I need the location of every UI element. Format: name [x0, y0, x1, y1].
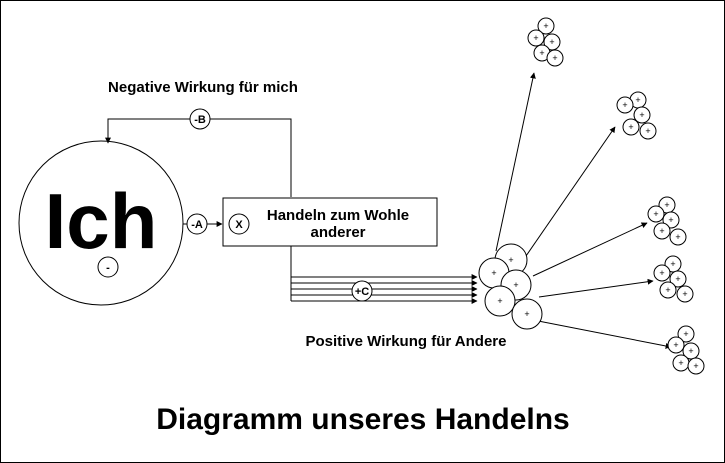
recipient-plus: + — [645, 126, 650, 136]
recipient-circle — [669, 270, 687, 288]
recipient-plus: + — [533, 33, 538, 43]
self-label: Ich — [45, 177, 158, 265]
negative-effect-label: Negative Wirkung für mich — [108, 79, 298, 96]
self-sign-node — [97, 256, 119, 278]
recipient-cluster-5: + + + + + — [667, 325, 705, 375]
ray-2 — [525, 126, 616, 257]
cluster-plus: + — [513, 280, 518, 290]
recipient-cluster-3: + + + + + — [647, 196, 687, 246]
central-cluster: + + + + + — [478, 243, 543, 330]
action-box — [222, 197, 438, 247]
recipient-circle — [639, 122, 657, 140]
recipient-circle — [543, 33, 561, 51]
recipient-cluster-2: + + + + + — [616, 91, 657, 140]
self-circle — [18, 140, 184, 306]
recipient-circle — [527, 29, 545, 47]
action-line-2: anderer — [310, 224, 365, 241]
positive-effect-label: Positive Wirkung für Andere — [305, 333, 506, 350]
recipient-plus: + — [664, 200, 669, 210]
cluster-circle — [511, 298, 543, 330]
node-b — [189, 108, 211, 130]
ray-1 — [495, 72, 536, 252]
ray-5 — [527, 318, 672, 349]
node-b-label: -B — [194, 114, 206, 126]
recipient-plus: + — [622, 100, 627, 110]
recipient-plus: + — [659, 226, 664, 236]
node-a — [186, 213, 208, 235]
recipient-circle — [676, 285, 694, 303]
recipient-plus: + — [549, 37, 554, 47]
recipient-circle — [633, 106, 651, 124]
recipient-plus: + — [688, 346, 693, 356]
recipient-plus: + — [659, 268, 664, 278]
recipient-plus: + — [539, 48, 544, 58]
node-c — [351, 280, 373, 302]
action-marker-node — [228, 213, 250, 235]
recipient-circle — [669, 228, 687, 246]
recipient-plus: + — [678, 358, 683, 368]
recipient-cluster-1: + + + + + — [527, 17, 564, 67]
ray-4 — [538, 278, 654, 298]
recipient-circle — [647, 205, 665, 223]
self-sign: - — [106, 262, 110, 274]
recipient-circle — [677, 325, 695, 343]
recipient-circle — [667, 336, 685, 354]
recipient-circle — [662, 211, 680, 229]
recipient-plus: + — [628, 122, 633, 132]
node-a-label: -A — [191, 219, 203, 231]
cluster-plus: + — [491, 268, 496, 278]
recipient-plus: + — [543, 21, 548, 31]
recipient-plus: + — [670, 259, 675, 269]
recipient-plus: + — [673, 340, 678, 350]
action-line-1: Handeln zum Wohle — [267, 207, 409, 224]
cluster-plus: + — [524, 309, 529, 319]
recipient-plus: + — [635, 95, 640, 105]
cluster-plus: + — [497, 296, 502, 306]
recipient-plus: + — [675, 274, 680, 284]
cluster-plus: + — [508, 255, 513, 265]
recipient-circle — [687, 357, 705, 375]
recipient-plus: + — [653, 209, 658, 219]
cluster-circle — [484, 285, 516, 317]
recipient-circle — [622, 118, 640, 136]
recipient-cluster-4: + + + + + — [653, 255, 694, 303]
recipient-plus: + — [552, 53, 557, 63]
recipient-circle — [537, 17, 555, 35]
recipient-plus: + — [682, 289, 687, 299]
recipient-plus: + — [683, 329, 688, 339]
recipient-circle — [653, 222, 671, 240]
recipient-plus: + — [693, 361, 698, 371]
ray-3 — [532, 222, 648, 277]
recipient-circle — [664, 255, 682, 273]
recipient-circle — [616, 96, 634, 114]
node-c-label: +C — [355, 286, 369, 298]
recipient-plus: + — [665, 285, 670, 295]
recipient-plus: + — [675, 232, 680, 242]
recipient-plus: + — [668, 215, 673, 225]
recipient-plus: + — [639, 110, 644, 120]
recipient-circle — [682, 342, 700, 360]
diagram-title: Diagramm unseres Handelns — [156, 403, 569, 436]
recipient-circle — [546, 49, 564, 67]
recipient-circle — [653, 264, 671, 282]
recipient-circle — [659, 281, 677, 299]
action-marker: X — [235, 219, 243, 231]
